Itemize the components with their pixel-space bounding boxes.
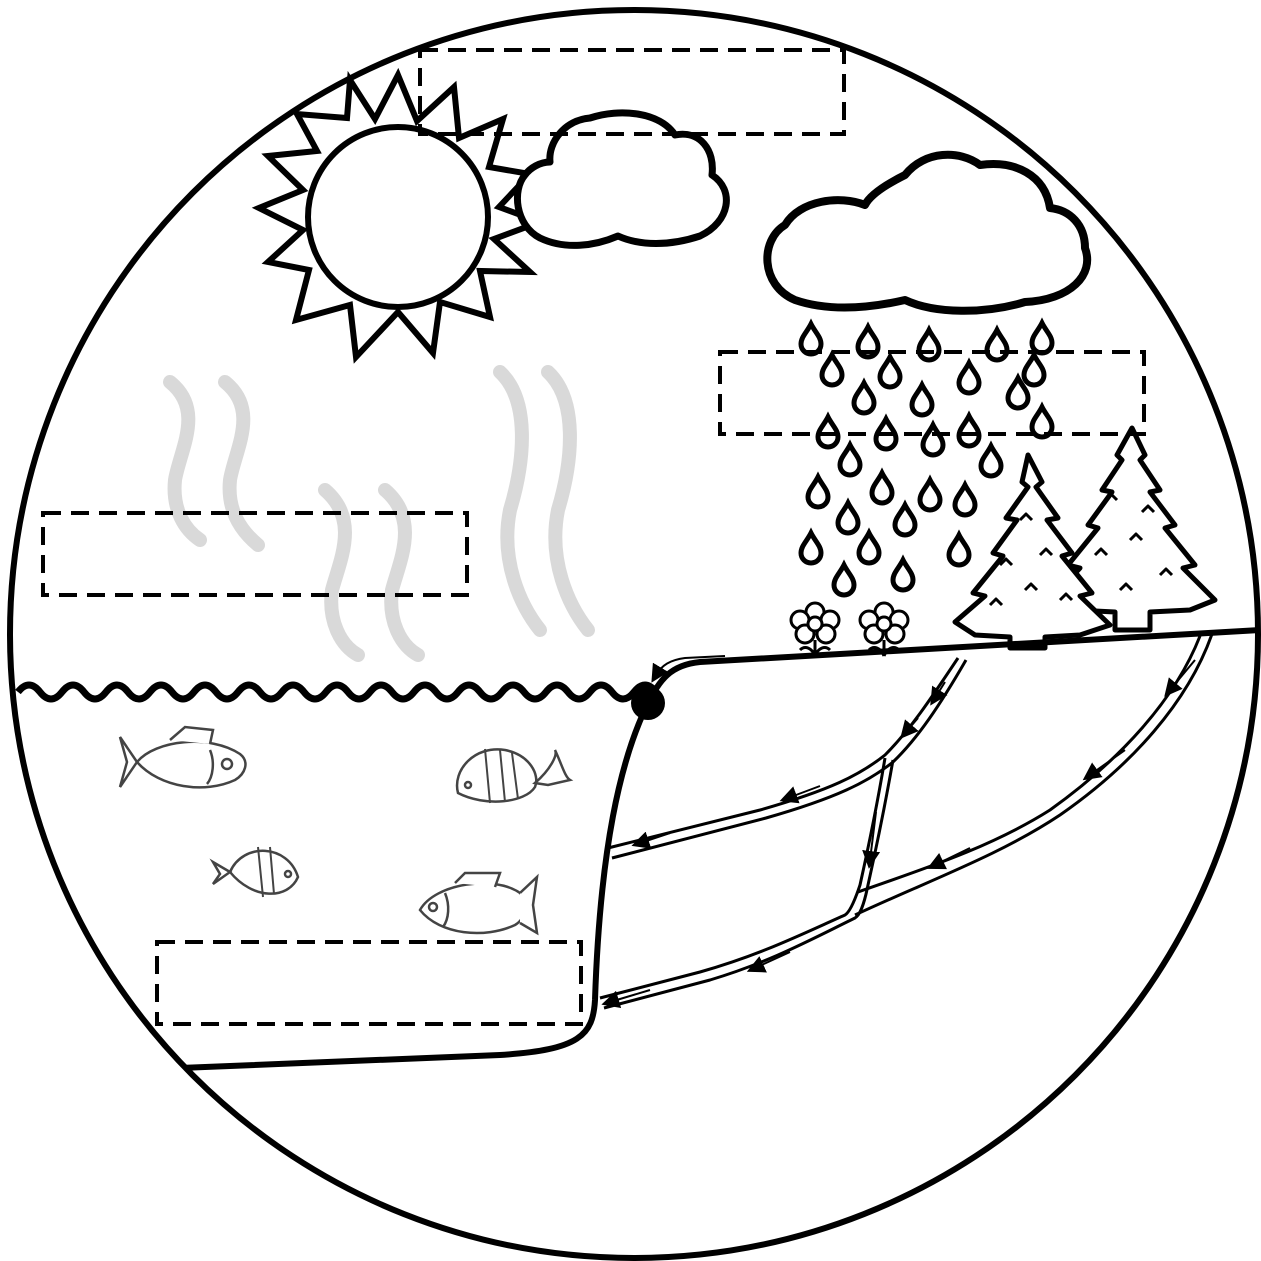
dashed-border [418, 48, 846, 136]
fish-icon [120, 727, 570, 933]
dashed-border [718, 350, 1146, 436]
label-box-right[interactable] [718, 350, 1146, 436]
dashed-border [155, 940, 583, 1026]
label-box-bottom[interactable] [155, 940, 583, 1026]
groundwater-channels [600, 634, 1212, 1008]
sun-disc [308, 127, 488, 307]
shore-dot [631, 686, 665, 720]
label-box-left[interactable] [41, 511, 469, 597]
dashed-border [41, 511, 469, 597]
water-surface [18, 685, 656, 699]
rain-cloud-icon [767, 155, 1087, 311]
label-box-top[interactable] [418, 48, 846, 136]
flow-arrows [610, 660, 1195, 1002]
flower-icon [791, 603, 908, 656]
